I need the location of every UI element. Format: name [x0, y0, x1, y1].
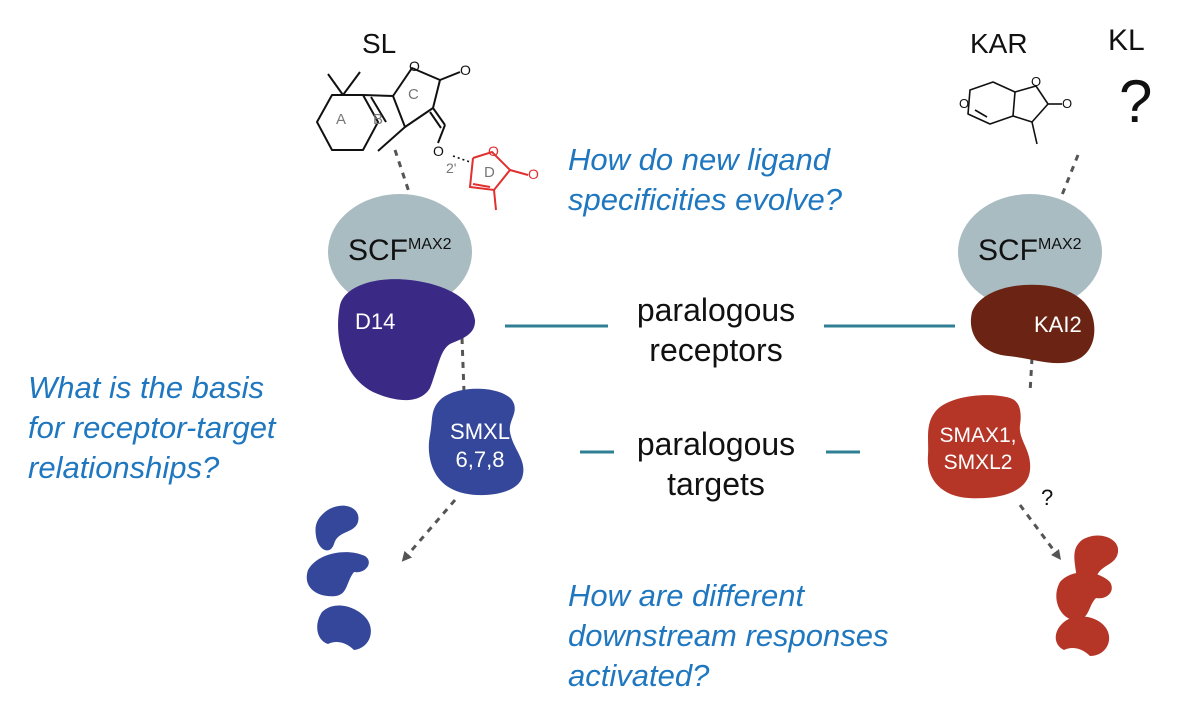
paralogous-receptors-label: paralogous receptors — [616, 290, 816, 370]
question-basis-line2: for receptor-target — [28, 410, 276, 445]
scf-label-left: SCFMAX2 — [348, 234, 452, 268]
receptors-line2: receptors — [649, 332, 783, 368]
targets-line1: paralogous — [636, 426, 796, 462]
sl-ring-oxygen: O — [409, 58, 420, 74]
question-responses-line2: downstream responses — [568, 618, 889, 653]
kar-label: KAR — [970, 28, 1028, 59]
sl-ether-oxygen: O — [433, 143, 444, 159]
ring-a-label: A — [336, 111, 347, 128]
smxl-degradation-fragments — [306, 505, 371, 650]
kai2-label: KAI2 — [1034, 312, 1082, 337]
kar-binding-connector — [1060, 154, 1080, 196]
kar-furan-oxygen: O — [1031, 74, 1042, 89]
position-2prime-label: 2' — [446, 160, 457, 176]
d-ring-carbonyl-oxygen: O — [528, 166, 539, 182]
smax1-label-line2: SMXL2 — [943, 451, 1013, 474]
kar-carbonyl-oxygen: O — [1062, 96, 1073, 111]
sl-glycosidic-bond — [452, 155, 471, 163]
sl-binding-connector — [393, 149, 412, 196]
ring-b-label: B — [373, 111, 384, 128]
smxl-label-line2: 6,7,8 — [455, 447, 505, 472]
scf-superscript: MAX2 — [408, 236, 452, 253]
smxl-target — [428, 388, 524, 496]
question-responses-line1: How are different — [568, 578, 805, 613]
smxl-label-line1: SMXL — [450, 419, 510, 444]
question-ligand-line2: specificities evolve? — [568, 182, 842, 217]
question-receptor-target-basis: What is the basis for receptor-target re… — [28, 368, 276, 488]
question-ligand-specificity: How do new ligand specificities evolve? — [568, 140, 842, 220]
smax1-label-line1: SMAX1, — [939, 424, 1017, 447]
d14-smxl-connector — [460, 337, 466, 393]
kar-pyran-oxygen: O — [959, 96, 970, 111]
targets-line2: targets — [667, 466, 765, 502]
d14-label: D14 — [355, 309, 396, 334]
smax1-degradation-arrow — [1018, 504, 1061, 561]
receptors-line1: paralogous — [636, 292, 796, 328]
sl-molecule — [316, 67, 461, 152]
scf-max2-complex-left — [328, 194, 472, 310]
scf-max2-complex-right — [958, 194, 1102, 310]
paralogous-targets-label: paralogous targets — [616, 424, 816, 504]
unknown-degradation-mark: ? — [1041, 485, 1054, 510]
kl-unknown-mark: ? — [1119, 68, 1153, 135]
smxl-degradation-arrow — [401, 499, 457, 562]
smxl-label: SMXL 6,7,8 — [440, 418, 520, 474]
ring-c-label: C — [408, 86, 419, 103]
ring-d-label: D — [484, 164, 495, 181]
scf-base-text: SCF — [978, 234, 1038, 267]
question-responses-line3: activated? — [568, 658, 710, 693]
question-basis-line1: What is the basis — [28, 370, 265, 405]
sl-d-ring — [468, 150, 529, 211]
question-ligand-line1: How do new ligand — [568, 142, 830, 177]
d-ring-oxygen: O — [488, 143, 499, 159]
sl-carbonyl-oxygen: O — [460, 62, 471, 78]
question-basis-line3: relationships? — [28, 450, 220, 485]
smax1-label: SMAX1, SMXL2 — [930, 422, 1026, 476]
sl-label: SL — [362, 28, 397, 59]
kl-label: KL — [1108, 24, 1145, 57]
scf-base-text: SCF — [348, 234, 408, 267]
question-downstream-responses: How are different downstream responses a… — [568, 576, 889, 696]
kar-molecule — [967, 81, 1062, 145]
smax1-target — [927, 395, 1031, 499]
d14-receptor — [338, 279, 476, 401]
smax1-degradation-fragments — [1055, 535, 1119, 656]
kai2-smax1-connector — [1028, 357, 1034, 394]
kai2-receptor — [970, 284, 1095, 364]
scf-superscript: MAX2 — [1038, 236, 1082, 253]
scf-label-right: SCFMAX2 — [978, 234, 1082, 268]
